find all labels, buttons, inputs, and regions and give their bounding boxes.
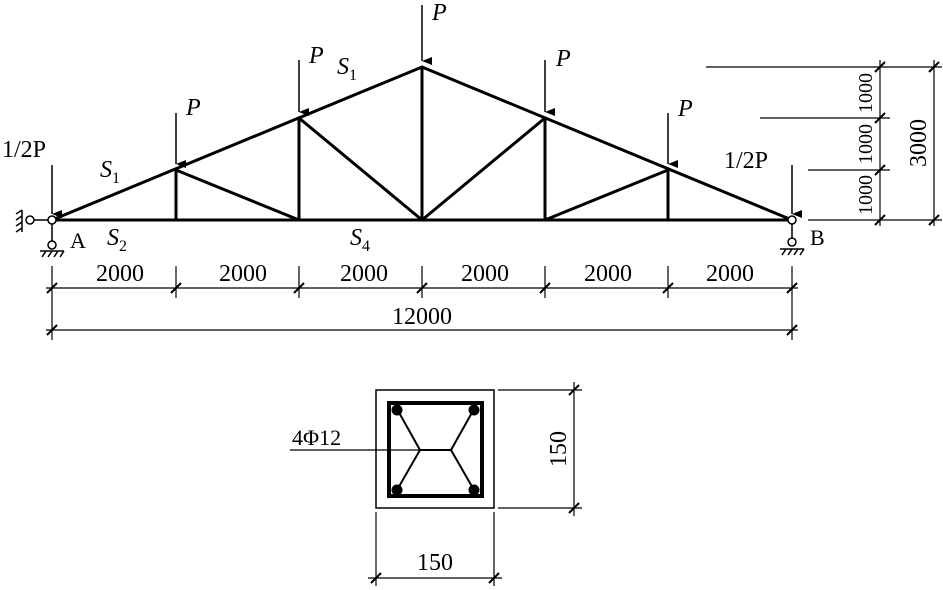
panel-dim-4: 2000 bbox=[461, 261, 509, 287]
diagonal-1 bbox=[174, 168, 301, 222]
cross-section bbox=[290, 389, 495, 509]
height-dim-bottom: 1000 bbox=[855, 175, 877, 215]
total-height-label: 3000 bbox=[906, 119, 932, 167]
diagonal-2 bbox=[297, 116, 424, 222]
top-chord-right bbox=[420, 65, 794, 222]
support-b bbox=[780, 215, 805, 256]
loads bbox=[51, 5, 802, 218]
support-a bbox=[15, 209, 65, 258]
support-b-label: B bbox=[810, 225, 825, 250]
load-label-2: P bbox=[308, 43, 324, 69]
member-label-s1-left: S1 bbox=[100, 157, 120, 187]
load-label-5: P bbox=[677, 96, 693, 122]
rebar-2 bbox=[468, 404, 480, 416]
load-label-1: P bbox=[185, 95, 201, 121]
member-labels: S1 S1 S2 S4 bbox=[100, 54, 370, 255]
member-label-s1-top: S1 bbox=[337, 54, 357, 84]
member-label-s4: S4 bbox=[350, 225, 370, 255]
vertical-dimensions bbox=[706, 60, 942, 226]
panel-dim-5: 2000 bbox=[584, 261, 632, 287]
diagonal-3 bbox=[420, 116, 547, 222]
panel-dim-1: 2000 bbox=[96, 261, 144, 287]
section-height-label: 150 bbox=[546, 431, 572, 467]
panel-dim-2: 2000 bbox=[219, 261, 267, 287]
truss-members bbox=[50, 65, 794, 222]
section-dimensions bbox=[368, 382, 582, 586]
load-label-3: P bbox=[431, 0, 447, 26]
total-span-label: 12000 bbox=[392, 304, 452, 330]
rebar-label: 4Φ12 bbox=[292, 425, 341, 450]
rebar-3 bbox=[391, 484, 403, 496]
panel-dim-6: 2000 bbox=[706, 261, 754, 287]
panel-dimension-labels: 2000 2000 2000 2000 2000 2000 12000 bbox=[96, 261, 754, 330]
rebar-1 bbox=[391, 404, 403, 416]
panel-dim-3: 2000 bbox=[340, 261, 388, 287]
member-label-s2: S2 bbox=[107, 225, 127, 255]
height-dim-middle: 1000 bbox=[855, 124, 877, 164]
section-width-label: 150 bbox=[417, 550, 453, 576]
height-dim-top: 1000 bbox=[855, 73, 877, 113]
load-labels: 1/2P P P P P P 1/2P bbox=[2, 0, 768, 174]
rebar-4 bbox=[468, 484, 480, 496]
support-a-label: A bbox=[70, 228, 86, 253]
diagonal-4 bbox=[543, 168, 670, 222]
half-load-label-left: 1/2P bbox=[2, 137, 46, 163]
half-load-label-right: 1/2P bbox=[724, 148, 768, 174]
height-dimension-labels: 1000 1000 1000 3000 bbox=[855, 73, 932, 215]
load-label-4: P bbox=[555, 46, 571, 72]
horizontal-dimensions bbox=[46, 266, 798, 340]
section-outline bbox=[375, 389, 495, 509]
top-chord-left bbox=[50, 65, 424, 222]
